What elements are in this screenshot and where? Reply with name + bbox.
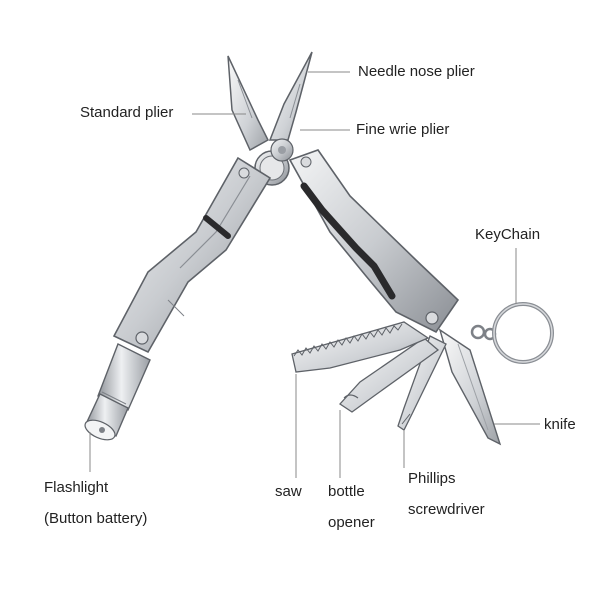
label-saw: saw — [275, 483, 302, 500]
label-fine-wire-plier: Fine wrie plier — [356, 121, 450, 138]
saw-blade — [291, 321, 430, 373]
label-screwdriver: screwdriver — [408, 501, 485, 518]
label-flashlight: Flashlight — [44, 479, 109, 496]
label-keychain: KeyChain — [475, 226, 541, 243]
label-opener: opener — [328, 514, 375, 531]
fine-wire-jaw — [268, 51, 313, 141]
keychain-ring — [470, 302, 554, 364]
flashlight — [84, 343, 151, 441]
label-standard-plier: Standard plier — [80, 104, 174, 121]
label-flashlight-battery: (Button battery) — [44, 510, 148, 527]
leader-lines — [89, 71, 540, 478]
needle-nose-jaw — [227, 55, 269, 152]
label-needle-nose-plier: Needle nose plier — [358, 63, 475, 80]
knife-blade — [438, 328, 502, 446]
label-phillips: Phillips — [408, 470, 456, 487]
bottle-opener — [339, 337, 440, 413]
left-handle — [112, 156, 272, 354]
right-handle — [288, 149, 460, 334]
label-knife: knife — [544, 416, 576, 433]
label-bottle: bottle — [328, 483, 365, 500]
